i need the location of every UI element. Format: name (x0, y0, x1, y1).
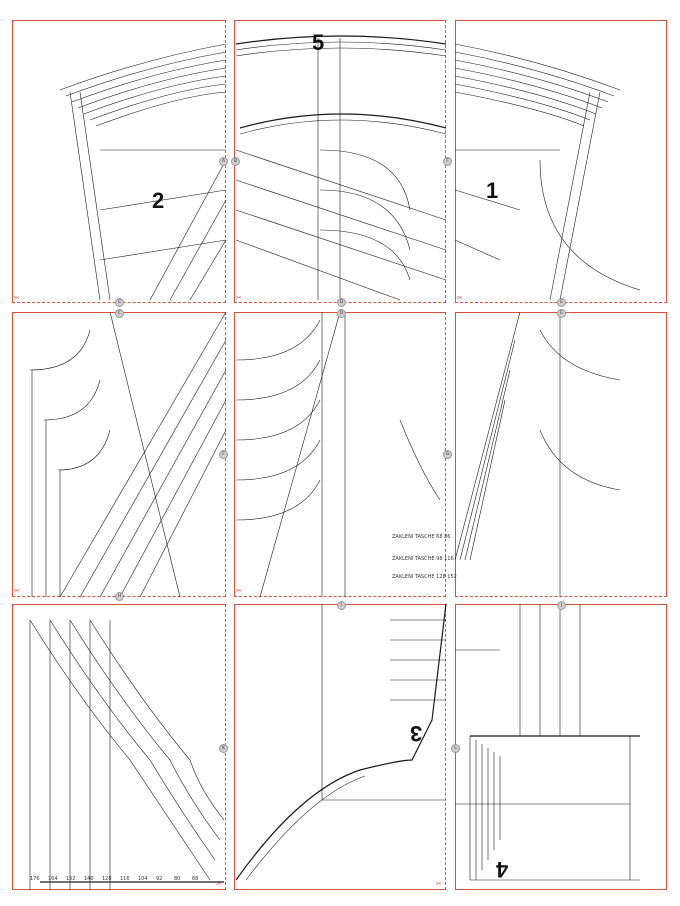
tile-mark-b: B (231, 157, 240, 166)
tile-r2-c3 (455, 312, 667, 597)
tile-mark-i: I (337, 601, 346, 610)
tile-r2-c2 (234, 312, 446, 597)
tile-mark-c: C (115, 298, 124, 307)
size-label-152: 152 (66, 876, 76, 882)
scissor-icon: ✂ (457, 294, 463, 302)
tile-r1-c1 (12, 20, 226, 303)
tile-mark-r2-e: E (557, 309, 566, 318)
scissor-icon: ✂ (14, 294, 20, 302)
tile-mark-k: K (219, 744, 228, 753)
pocket-label-1: ZAKLENI TASCHE 68 86 (392, 534, 451, 540)
tile-mark-a: A (219, 157, 228, 166)
size-label-80: 80 (174, 876, 181, 882)
tile-r3-c2 (234, 604, 446, 890)
size-label-140: 140 (84, 876, 94, 882)
size-label-68: 68 (192, 876, 199, 882)
piece-number-3: 3 (410, 721, 423, 746)
tile-mark-e: E (557, 298, 566, 307)
tile-mark-r2-d: D (337, 309, 346, 318)
piece-number-5: 5 (312, 30, 325, 55)
tile-mark-d: D (337, 298, 346, 307)
tile-mark-r2-g: G (443, 450, 452, 459)
tile-mark-r2-f: F (219, 450, 228, 459)
piece-number-1: 1 (486, 178, 499, 203)
scissor-icon: ✂ (14, 587, 20, 595)
scissor-icon: ✂ (236, 294, 242, 302)
size-label-176: 176 (30, 876, 40, 882)
size-label-164: 164 (48, 876, 58, 882)
piece-number-2: 2 (152, 188, 165, 213)
tile-r2-c1 (12, 312, 226, 597)
size-label-128: 128 (102, 876, 112, 882)
tile-mark-r2-h: H (115, 592, 124, 601)
scissor-icon: ✂ (436, 880, 442, 888)
size-label-116: 116 (120, 876, 130, 882)
piece-number-4: 4 (496, 857, 509, 882)
scissor-icon: ✂ (216, 880, 222, 888)
tile-mark-l: L (451, 744, 460, 753)
scissor-icon: ✂ (236, 587, 242, 595)
pocket-label-3: ZAKLENI TASCHE 128 152 (392, 574, 457, 580)
tile-mark-r2-c: C (115, 309, 124, 318)
tile-mark-j: J (557, 601, 566, 610)
size-label-92: 92 (156, 876, 163, 882)
size-label-104: 104 (138, 876, 148, 882)
tile-mark-f: F (443, 157, 452, 166)
pocket-label-2: ZAKLENI TASCHE 98 116 (392, 556, 454, 562)
